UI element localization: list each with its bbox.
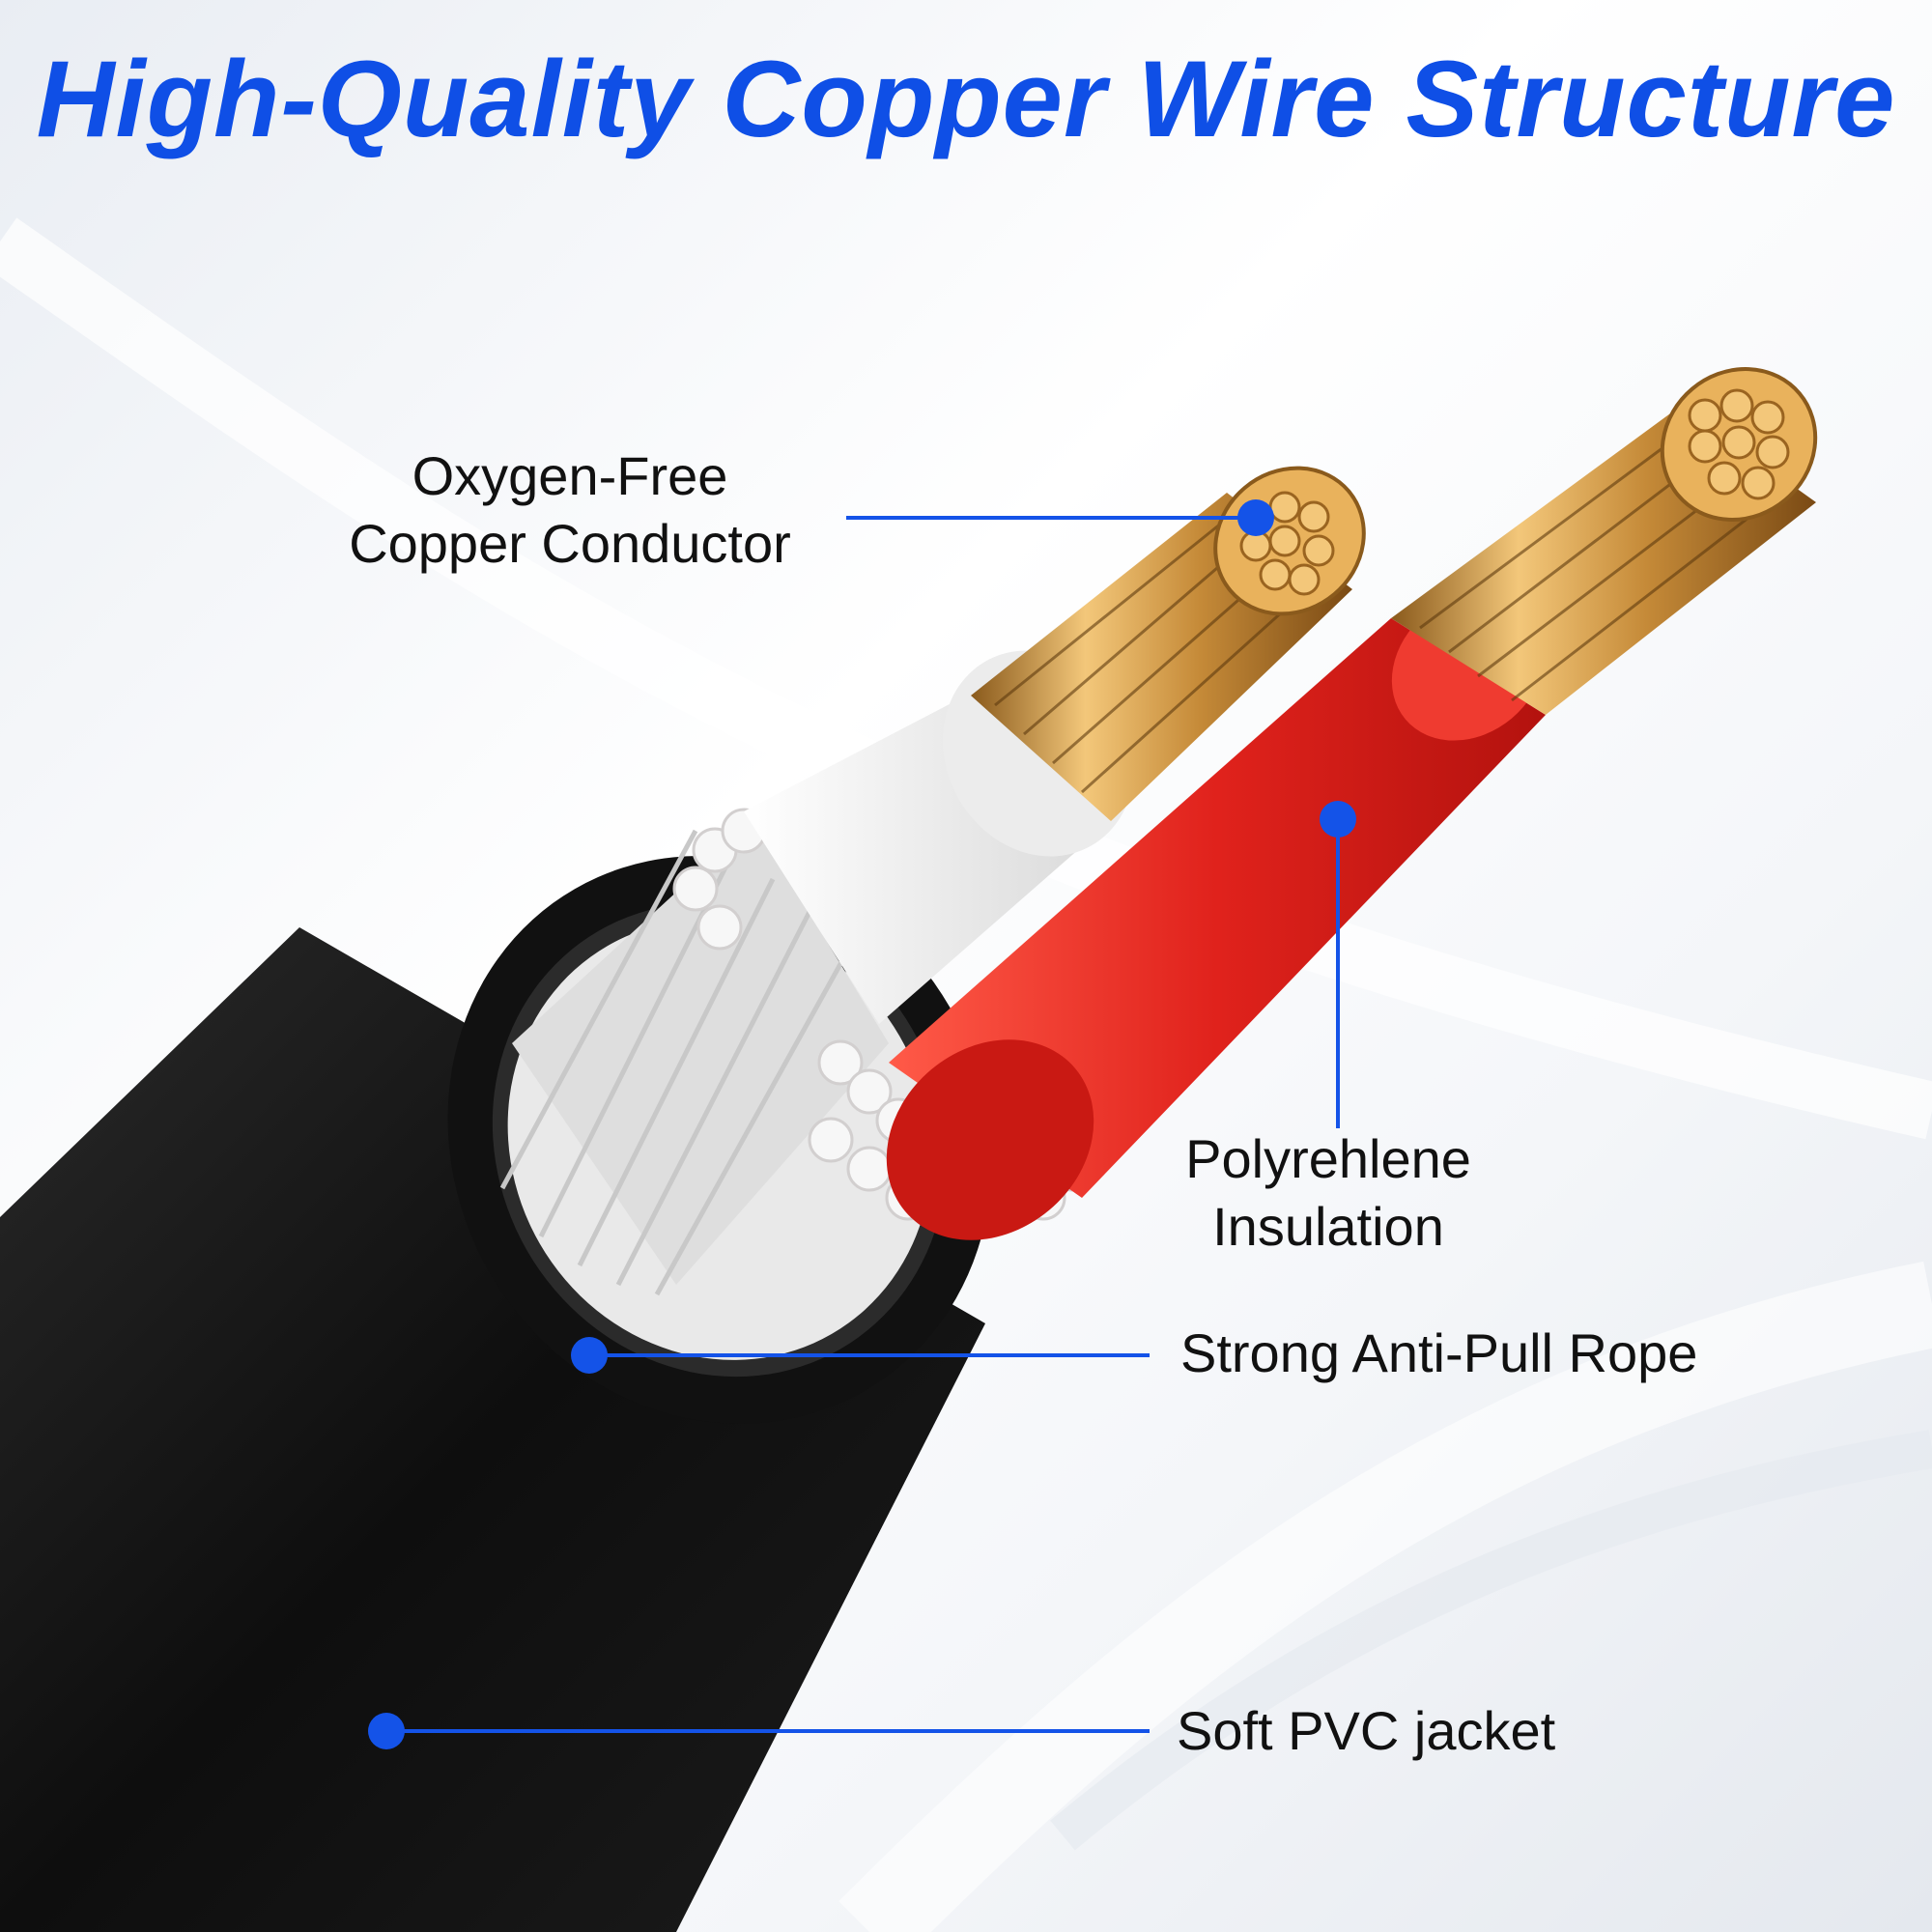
- callout-conductor: [846, 499, 1274, 536]
- label-insulation: Polyrehlene Insulation: [1130, 1125, 1526, 1261]
- copper-conductor-right: [1391, 367, 1818, 715]
- label-insulation-line2: Insulation: [1212, 1196, 1444, 1257]
- label-copper-conductor: Oxygen-Free Copper Conductor: [319, 442, 821, 578]
- label-pvc-jacket: Soft PVC jacket: [1177, 1700, 1556, 1761]
- page-title: High-Quality Copper Wire Structure: [36, 39, 1896, 159]
- label-anti-pull-rope: Strong Anti-Pull Rope: [1180, 1322, 1698, 1383]
- label-insulation-line1: Polyrehlene: [1185, 1128, 1471, 1189]
- callout-insulation: [1320, 801, 1356, 1128]
- label-copper-conductor-line1: Oxygen-Free: [412, 445, 728, 506]
- callout-jacket: [368, 1713, 1150, 1749]
- copper-conductor-left: [971, 466, 1366, 821]
- callout-rope: [571, 1337, 1150, 1374]
- anti-pull-rope: [499, 808, 1095, 1360]
- label-copper-conductor-line2: Copper Conductor: [349, 513, 791, 574]
